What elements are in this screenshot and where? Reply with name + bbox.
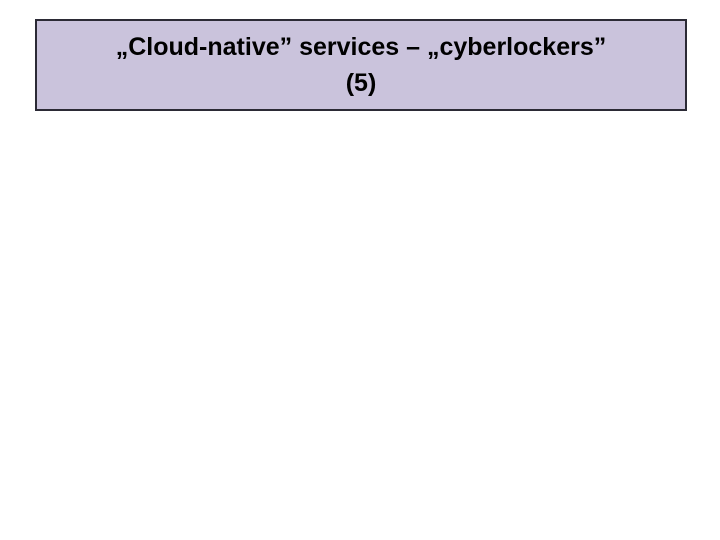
title-line-2: (5) [345,69,377,97]
title-box: „Cloud-native” services – „cyberlockers”… [35,19,687,111]
title-line-1: „Cloud-native” services – „cyberlockers” [115,32,607,61]
